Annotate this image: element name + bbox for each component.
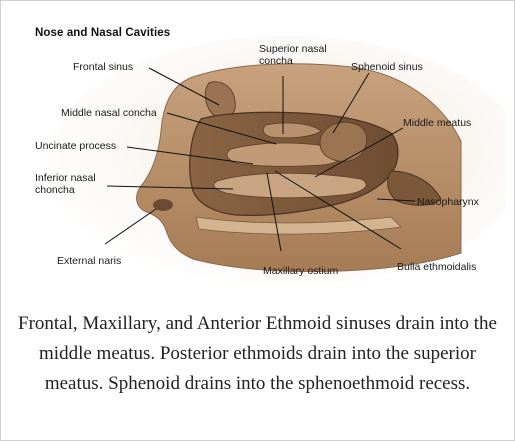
label-middle-meatus: Middle meatus [403,117,471,129]
label-external-naris: External naris [57,255,121,267]
label-sphenoid-sinus: Sphenoid sinus [351,61,423,73]
sphenoid-sinus-shape [320,122,367,161]
label-inferior-nasal-choncha: Inferior nasal choncha [35,172,105,196]
label-frontal-sinus: Frontal sinus [73,61,133,73]
label-middle-nasal-concha: Middle nasal concha [61,107,157,119]
label-uncinate-process: Uncinate process [35,140,116,152]
label-superior-nasal-concha: Superior nasal concha [259,43,339,67]
figure-caption: Frontal, Maxillary, and Anterior Ethmoid… [11,309,504,399]
label-nasopharynx: Nasopharynx [417,196,479,208]
label-bulla-ethmoidalis: Bulla ethmoidalis [397,261,476,273]
figure-title: Nose and Nasal Cavities [35,27,170,39]
label-maxillary-ostium: Maxillary ostium [263,265,338,277]
inferior-concha-shape [214,173,366,198]
